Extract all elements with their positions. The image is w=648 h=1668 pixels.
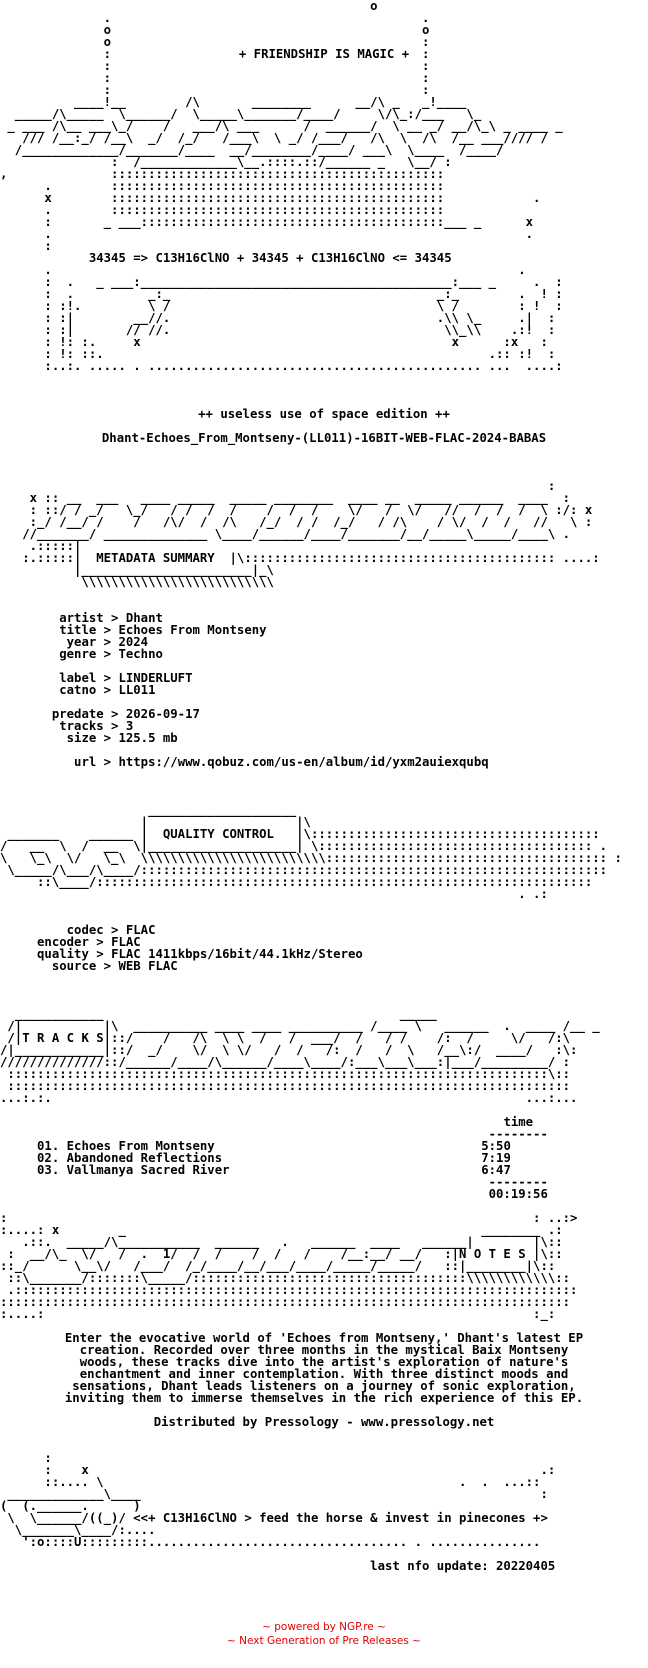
closing-tagline: <<+ C13H16ClNO > feed the horse & invest… xyxy=(133,1511,548,1525)
metadata-section-title: METADATA SUMMARY xyxy=(96,551,215,565)
tracklist-time-header: time xyxy=(503,1115,534,1129)
last-update: last nfo update: 20220405 xyxy=(370,1559,556,1573)
track-row-3: 03. Vallmanya Sacred River 6:47 xyxy=(37,1163,511,1177)
notes-line-2: creation. Recorded over three months in … xyxy=(79,1343,569,1357)
meta-url: url > https://www.qobuz.com/us-en/album/… xyxy=(74,755,489,769)
quality-quality: quality > FLAC 1411kbps/16bit/44.1kHz/St… xyxy=(37,947,363,961)
release-name: Dhant-Echoes_From_Montseny-(LL011)-16BIT… xyxy=(101,431,547,445)
closing-ascii-art: : : x .: ::.... \ . . ...:: ____________… xyxy=(0,1451,556,1549)
tracklist-total: 00:19:56 xyxy=(488,1187,548,1201)
notes-block: Enter the evocative world of 'Echoes fro… xyxy=(0,1332,648,1428)
tracklist-rule-bottom: -------- xyxy=(488,1175,548,1189)
header-ascii-art-lower: . . : . _ ___:__________________________… xyxy=(44,263,563,373)
nfo-document: o . . o o o : : xyxy=(0,0,648,1572)
slogan-overlay: + FRIENDSHIP IS MAGIC + xyxy=(0,48,648,60)
meta-genre: genre > Techno xyxy=(51,647,163,661)
meta-tracks: tracks > 3 xyxy=(51,719,134,733)
notes-section-art: : : ..:> :....: x _ ________ .: .::. ___… xyxy=(0,1211,578,1321)
track-row-2: 02. Abandoned Reflections 7:19 xyxy=(37,1151,511,1165)
quality-block: codec > FLAC encoder > FLAC quality > FL… xyxy=(0,924,648,972)
notes-line-3: woods, these tracks dive into the artist… xyxy=(79,1355,569,1369)
slogan-text: + FRIENDSHIP IS MAGIC + xyxy=(238,47,410,61)
tracklist-block: time -------- 01. Echoes From Montseny 5… xyxy=(0,1116,648,1200)
formula-line: 34345 => C13H16ClNO + 34345 + C13H16ClNO… xyxy=(0,252,648,264)
metadata-title-line: :.:::::| METADATA SUMMARY |\::::::::::::… xyxy=(0,551,600,589)
formula-text: 34345 => C13H16ClNO + 34345 + C13H16ClNO… xyxy=(88,251,452,265)
distributed-by: Distributed by Pressology - www.pressolo… xyxy=(153,1415,495,1429)
footer-next-gen: ~ Next Generation of Pre Releases ~ xyxy=(227,1635,421,1647)
metadata-section-art: : x :: __ ___ ____ _____ _____ ________ … xyxy=(22,479,593,553)
quality-section-title: QUALITY CONTROL xyxy=(162,827,274,841)
quality-codec: codec > FLAC xyxy=(51,923,156,937)
footer-powered-link[interactable]: ~ powered by NGP.re ~ xyxy=(262,1621,386,1633)
release-name-line: Dhant-Echoes_From_Montseny-(LL011)-16BIT… xyxy=(0,432,648,444)
tracks-section-title: T R A C K S xyxy=(22,1031,104,1045)
meta-catno: catno > LL011 xyxy=(51,683,156,697)
metadata-block: artist > Dhant title > Echoes From Monts… xyxy=(0,612,648,768)
meta-artist: artist > Dhant xyxy=(59,611,163,625)
edition-text: ++ useless use of space edition ++ xyxy=(198,407,450,421)
notes-line-1: Enter the evocative world of 'Echoes fro… xyxy=(64,1331,584,1345)
quality-section-art: ____________________ | |\ _______ ______… xyxy=(0,803,622,901)
track-row-1: 01. Echoes From Montseny 5:50 xyxy=(37,1139,511,1153)
footer: ~ powered by NGP.re ~ ~ Next Generation … xyxy=(0,1620,648,1648)
edition-line: ++ useless use of space edition ++ xyxy=(0,408,648,420)
header-ascii-art: o . . o o o : : xyxy=(0,0,563,253)
quality-encoder: encoder > FLAC xyxy=(37,935,141,949)
meta-label: label > LINDERLUFT xyxy=(51,671,193,685)
meta-year: year > 2024 xyxy=(51,635,149,649)
tracklist-rule-top: -------- xyxy=(488,1127,548,1141)
meta-size: size > 125.5 mb xyxy=(51,731,178,745)
notes-line-5: sensations, Dhant leads listeners on a j… xyxy=(72,1379,576,1393)
notes-line-4: enchantment and inner contemplation. Wit… xyxy=(79,1367,569,1381)
quality-source: source > WEB FLAC xyxy=(44,959,178,973)
meta-predate: predate > 2026-09-17 xyxy=(51,707,200,721)
notes-line-6: inviting them to immerse themselves in t… xyxy=(64,1391,584,1405)
meta-title: title > Echoes From Montseny xyxy=(51,623,267,637)
last-update-line: last nfo update: 20220405 xyxy=(0,1560,648,1572)
tracks-section-art: ____________ _____ /| |\ __________ ____… xyxy=(0,1007,600,1105)
notes-section-title: N O T E S xyxy=(459,1247,526,1261)
